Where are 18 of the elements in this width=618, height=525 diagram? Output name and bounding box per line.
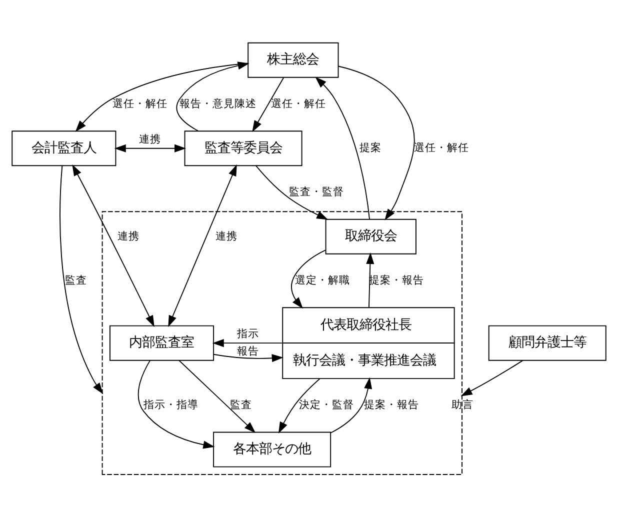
edge-label: 連携 <box>139 133 162 146</box>
edge-label: 連携 <box>118 230 140 242</box>
edge-label: 監査・監督 <box>289 186 344 198</box>
edge-label: 指示・指導 <box>143 399 198 412</box>
edge-label: 提案 <box>359 142 382 154</box>
edge-label: 監査 <box>64 274 87 286</box>
edge-label: 報告・意見陳述 <box>179 98 256 110</box>
edge-label: 助言 <box>451 399 474 412</box>
edge-label: 選任・解任 <box>414 142 469 154</box>
edge-label: 提案・報告 <box>364 399 419 412</box>
edge-label: 選任・解任 <box>270 98 326 110</box>
edge-label: 選定・解職 <box>294 274 350 286</box>
edge-label: 指示 <box>236 328 259 340</box>
edge-label: 監査 <box>230 399 252 412</box>
edge-label: 連携 <box>216 230 238 242</box>
edge-label: 選任・解任 <box>112 98 168 110</box>
edge-label: 決定・監督 <box>298 399 354 412</box>
edge-label: 報告 <box>236 345 259 358</box>
